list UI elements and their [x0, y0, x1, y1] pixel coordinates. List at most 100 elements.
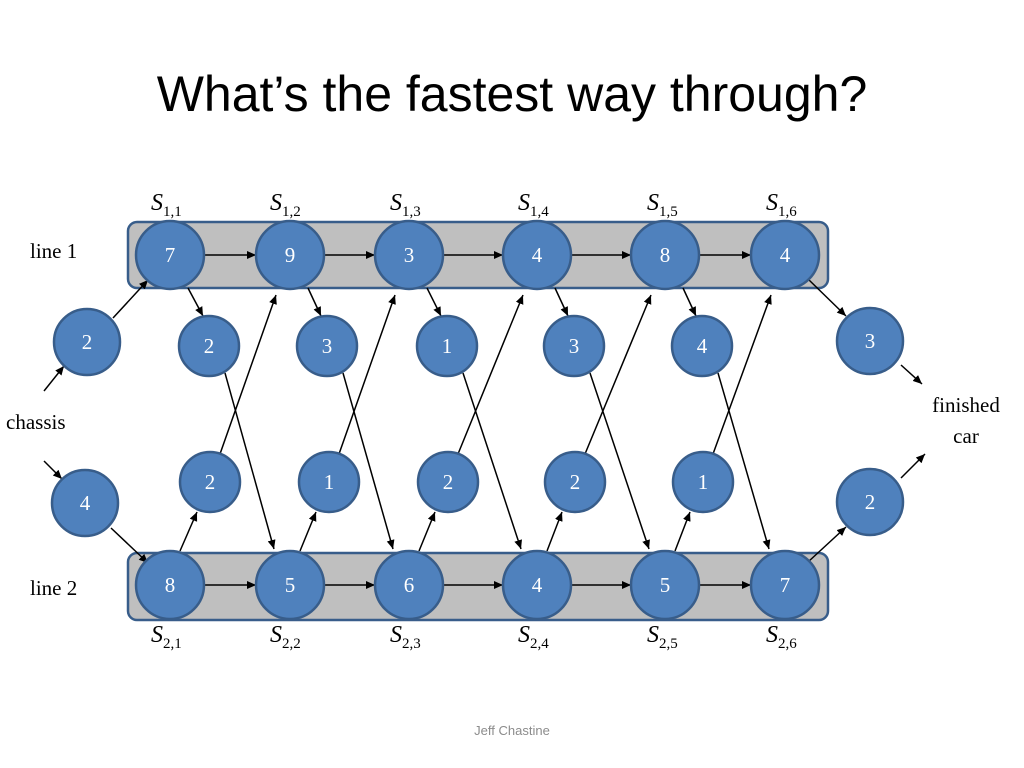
- transfer-node-line1-to-line2: 4: [670, 314, 734, 378]
- transfer-node-line1-to-line2: 3: [295, 314, 359, 378]
- line1-station-node: 4: [501, 219, 573, 291]
- line2-station-label: S2,3: [390, 622, 421, 652]
- transfer-arrow: [712, 294, 772, 455]
- svg-text:S2,2: S2,2: [270, 622, 301, 652]
- transfer-node-line1-to-line2-value: 4: [697, 334, 708, 358]
- transfer-arrow: [342, 372, 395, 550]
- line2-station-node: 4: [501, 549, 573, 621]
- svg-text:S1,1: S1,1: [151, 190, 182, 220]
- transfer-node-line2-to-line1-value: 2: [443, 470, 454, 494]
- line1-station-node-value: 8: [660, 243, 671, 267]
- line1-exit-arrow: [807, 278, 847, 317]
- line2-station-label: S2,6: [766, 622, 797, 652]
- transfer-node-line2-to-line1: 2: [416, 450, 480, 514]
- line1-entry-node-value: 2: [82, 330, 93, 354]
- line1-station-label: S1,5: [647, 190, 678, 220]
- transfer-node-line1-to-line2-value: 1: [442, 334, 453, 358]
- line2-station-label: S2,1: [151, 622, 182, 652]
- line1-entry-node: 2: [52, 307, 122, 377]
- svg-text:S1,6: S1,6: [766, 190, 797, 220]
- line1-station-label: S1,1: [151, 190, 182, 220]
- line2-station-node: 8: [134, 549, 206, 621]
- svg-text:S2,5: S2,5: [647, 622, 678, 652]
- line1-station-node: 7: [134, 219, 206, 291]
- line2-station-label: S2,5: [647, 622, 678, 652]
- transfer-node-line2-to-line1: 1: [671, 450, 735, 514]
- transfer-arrow: [717, 372, 771, 550]
- transfer-arrow: [462, 372, 522, 550]
- svg-text:S2,6: S2,6: [766, 622, 797, 652]
- line2-band: [126, 551, 830, 622]
- svg-text:S2,3: S2,3: [390, 622, 421, 652]
- transfer-arrow: [219, 294, 277, 455]
- line2-entry-node-value: 4: [80, 491, 91, 515]
- nodes-layer: 7 9 3 4 8 4 8 5 6 4 5 7 2 3 1 3 4 2 1 2 2 1 2 4 3 2: [50, 219, 905, 621]
- line1-label: line 1: [30, 239, 77, 263]
- transfer-arrow: [426, 287, 442, 317]
- transfer-node-line1-to-line2-value: 2: [204, 334, 215, 358]
- svg-text:S2,4: S2,4: [518, 622, 549, 652]
- line2-station-node: 6: [373, 549, 445, 621]
- arrows-layer: [43, 251, 926, 589]
- line1-station-label: S1,3: [390, 190, 421, 220]
- line1-station-node-value: 9: [285, 243, 296, 267]
- transfer-arrow: [674, 511, 691, 552]
- line2-station-label: S2,4: [518, 622, 549, 652]
- line1-station-node: 4: [749, 219, 821, 291]
- finished-exit-arrow: [900, 453, 926, 479]
- transfer-arrow: [682, 287, 697, 317]
- transfer-arrow: [584, 294, 652, 455]
- transfer-arrow: [299, 511, 317, 552]
- transfer-node-line2-to-line1: 2: [543, 450, 607, 514]
- line2-entry-node: 4: [50, 468, 120, 538]
- line2-entry-arrow: [110, 527, 149, 564]
- transfer-node-line1-to-line2-value: 3: [322, 334, 333, 358]
- line1-station-node: 9: [254, 219, 326, 291]
- line2-station-node-value: 7: [780, 573, 791, 597]
- line1-station-node-value: 3: [404, 243, 415, 267]
- transfer-arrow: [179, 511, 198, 552]
- chassis-label: chassis: [6, 410, 66, 434]
- line1-exit-node: 3: [835, 306, 905, 376]
- line1-station-label: S1,4: [518, 190, 549, 220]
- line1-station-node-value: 7: [165, 243, 176, 267]
- line2-exit-node-value: 2: [865, 490, 876, 514]
- transfer-arrow: [589, 372, 650, 550]
- svg-text:S1,2: S1,2: [270, 190, 301, 220]
- transfer-node-line1-to-line2-value: 3: [569, 334, 580, 358]
- svg-text:S1,3: S1,3: [390, 190, 421, 220]
- line2-station-node-value: 5: [660, 573, 671, 597]
- finished-label-line2: car: [953, 424, 979, 448]
- line1-station-label: S1,2: [270, 190, 301, 220]
- line2-station-node: 7: [749, 549, 821, 621]
- svg-text:S1,5: S1,5: [647, 190, 678, 220]
- line2-label: line 2: [30, 576, 77, 600]
- transfer-arrow: [224, 372, 276, 550]
- footer-author: Jeff Chastine: [474, 723, 550, 738]
- transfer-node-line2-to-line1-value: 2: [205, 470, 216, 494]
- line1-entry-arrow: [112, 279, 149, 319]
- line2-station-node-value: 5: [285, 573, 296, 597]
- line1-station-node-value: 4: [780, 243, 791, 267]
- transfer-arrow: [554, 287, 569, 317]
- slide-title: What’s the fastest way through?: [156, 66, 868, 122]
- transfer-node-line2-to-line1-value: 1: [698, 470, 709, 494]
- line1-exit-node-value: 3: [865, 329, 876, 353]
- transfer-node-line2-to-line1: 1: [297, 450, 361, 514]
- line1-station-label: S1,6: [766, 190, 797, 220]
- transfer-arrow: [307, 287, 322, 317]
- transfer-node-line2-to-line1: 2: [178, 450, 242, 514]
- transfer-node-line1-to-line2: 3: [542, 314, 606, 378]
- line1-station-node-value: 4: [532, 243, 543, 267]
- transfer-node-line2-to-line1-value: 1: [324, 470, 335, 494]
- transfer-node-line1-to-line2: 1: [415, 314, 479, 378]
- line1-station-node: 3: [373, 219, 445, 291]
- line2-station-node-value: 8: [165, 573, 176, 597]
- chassis-entry-arrow: [43, 460, 63, 480]
- line1-station-node: 8: [629, 219, 701, 291]
- transfer-arrow: [338, 294, 396, 455]
- svg-text:S1,4: S1,4: [518, 190, 549, 220]
- line2-station-node-value: 4: [532, 573, 543, 597]
- finished-label-line1: finished: [932, 393, 1000, 417]
